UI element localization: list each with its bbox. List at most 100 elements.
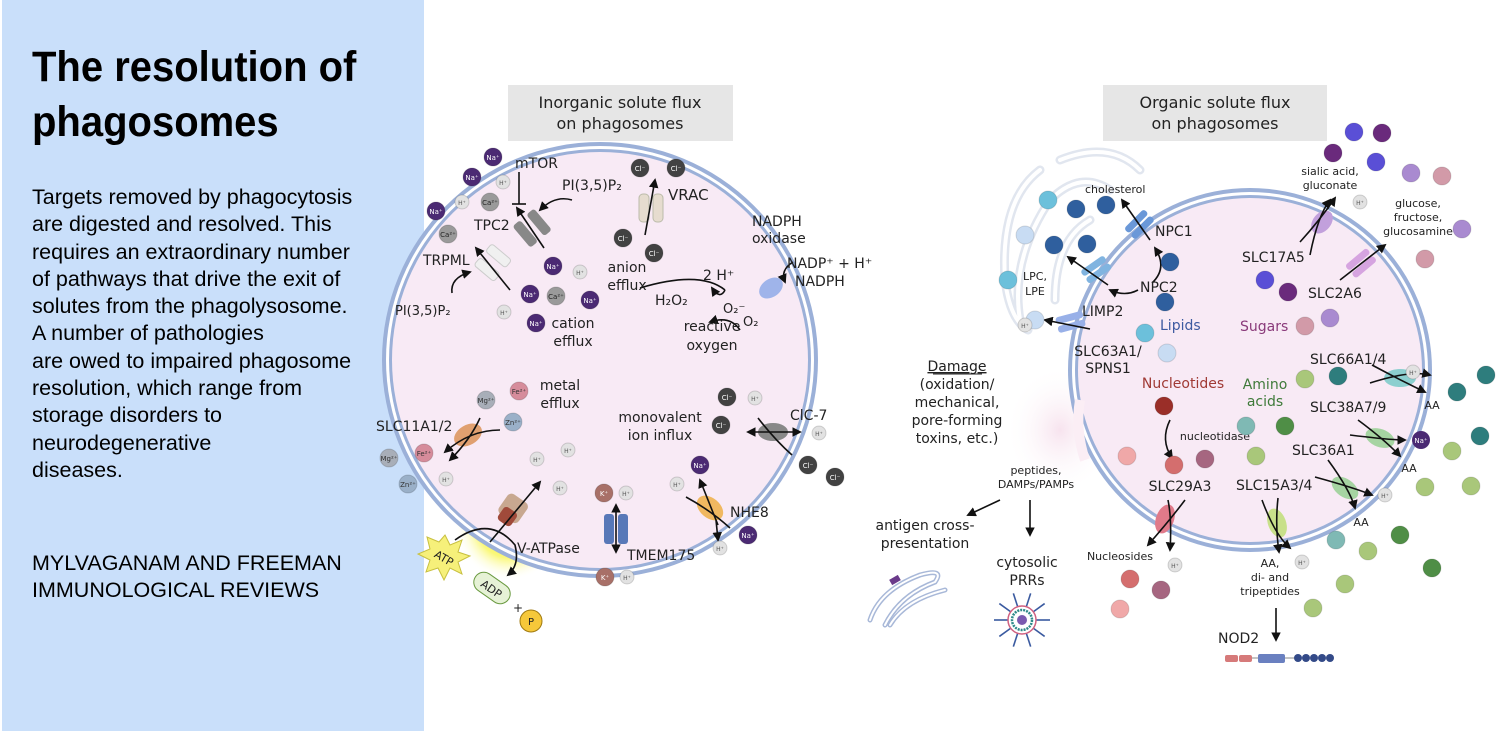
lipid-light-molecule bbox=[1015, 225, 1035, 245]
svg-text:H⁺: H⁺ bbox=[556, 486, 564, 493]
cholesterol-molecule bbox=[1066, 199, 1086, 219]
slc36a1-label: SLC36A1 bbox=[1292, 443, 1355, 459]
sugars-label: Sugars bbox=[1240, 319, 1288, 335]
svg-text:H⁺: H⁺ bbox=[716, 546, 724, 553]
phosphate-label: P bbox=[528, 617, 534, 628]
lpc-molecule bbox=[1135, 323, 1155, 343]
nucleotides-label: Nucleotides bbox=[1142, 376, 1224, 392]
organic-header-box bbox=[1103, 85, 1327, 141]
sugar-pink-molecule bbox=[1432, 166, 1452, 186]
aa-teal-molecule bbox=[1476, 365, 1496, 385]
sugar-pink-molecule bbox=[1415, 249, 1435, 269]
cholesterol-molecule bbox=[1044, 235, 1064, 255]
na-ion: Na⁺ bbox=[1412, 431, 1430, 449]
h-ion: H⁺ bbox=[712, 540, 728, 556]
slc66a1-label: SLC66A1/4 bbox=[1310, 352, 1386, 368]
nhe8-label: NHE8 bbox=[730, 505, 769, 521]
svg-text:H⁺: H⁺ bbox=[1356, 200, 1364, 207]
slc2a6-label: SLC2A6 bbox=[1308, 286, 1362, 302]
nod2-label: NOD2 bbox=[1218, 631, 1259, 647]
anion-efflux-label: efflux bbox=[607, 278, 646, 294]
svg-text:H⁺: H⁺ bbox=[1298, 560, 1306, 567]
nadph-label: NADPH bbox=[795, 274, 845, 290]
mtor-label: mTOR bbox=[515, 156, 558, 172]
h-ion: H⁺ bbox=[811, 425, 827, 441]
v-atpase-label: V-ATPase bbox=[517, 541, 580, 557]
prr-spoke bbox=[1032, 627, 1046, 638]
prr-spoke bbox=[1032, 602, 1046, 613]
h-ion: H⁺ bbox=[1167, 557, 1183, 573]
aa-teal-molecule bbox=[1328, 366, 1348, 386]
na-ion: Na⁺ bbox=[462, 167, 482, 187]
damage-title: Damage bbox=[927, 359, 986, 375]
body-line: resolution, which range from bbox=[32, 376, 303, 401]
cation-efflux-label: cation bbox=[551, 316, 594, 332]
svg-text:Fe²⁺: Fe²⁺ bbox=[417, 450, 432, 458]
reactive-oxygen-label: reactive bbox=[684, 319, 741, 335]
body-line: are owed to impaired phagosome bbox=[32, 348, 352, 373]
ca-ion: Ca²⁺ bbox=[438, 224, 458, 244]
body-line: requires an extraordinary number bbox=[32, 239, 350, 264]
limp2-label: LIMP2 bbox=[1082, 304, 1123, 320]
svg-text:Cl⁻: Cl⁻ bbox=[803, 462, 814, 470]
aa-peptides-label: di- and bbox=[1251, 571, 1289, 584]
svg-text:Mg²⁺: Mg²⁺ bbox=[478, 397, 495, 405]
na-ion: Na⁺ bbox=[483, 147, 503, 167]
superoxide-label: O₂⁻ bbox=[723, 302, 745, 317]
organic-panel: Organic solute flux on phagosomes bbox=[867, 85, 1496, 663]
atp-star bbox=[416, 534, 472, 582]
na-ion: Na⁺ bbox=[738, 525, 758, 545]
na-ion: Na⁺ bbox=[520, 284, 540, 304]
prr-spoke bbox=[1025, 593, 1032, 607]
inorganic-header-line: Inorganic solute flux bbox=[539, 93, 702, 112]
aa-peptides-label: tripeptides bbox=[1240, 585, 1300, 598]
glucose-label: glucosamine bbox=[1383, 225, 1453, 238]
nucleoside-mauve-molecule bbox=[1151, 580, 1171, 600]
zn-ion: Zn²⁺ bbox=[503, 412, 523, 432]
lipid-light-molecule bbox=[1157, 343, 1177, 363]
aa-light-molecule bbox=[1461, 476, 1481, 496]
h-ion: H⁺ bbox=[747, 390, 763, 406]
slc15a3-label: SLC15A3/4 bbox=[1236, 478, 1312, 494]
sugar-lilac-molecule bbox=[1320, 308, 1340, 328]
nucleosides-label: Nucleosides bbox=[1087, 550, 1153, 563]
prr-spoke bbox=[1025, 633, 1032, 647]
nucleoside-pink-molecule bbox=[1117, 446, 1137, 466]
prrs-label: PRRs bbox=[1009, 573, 1044, 589]
amino-acids-label: acids bbox=[1247, 394, 1283, 410]
slc11a-label: SLC11A1/2 bbox=[376, 419, 452, 435]
tmem175-label: TMEM175 bbox=[626, 548, 695, 564]
h-ion: H⁺ bbox=[454, 194, 470, 210]
slc29a3-label: SLC29A3 bbox=[1149, 479, 1212, 495]
svg-text:H⁺: H⁺ bbox=[1021, 323, 1029, 330]
aa-label: AA bbox=[1424, 399, 1440, 412]
slc36a1-transporter bbox=[1331, 476, 1359, 500]
svg-text:H⁺: H⁺ bbox=[1171, 563, 1179, 570]
npc2-label: NPC2 bbox=[1140, 280, 1178, 296]
svg-text:Na⁺: Na⁺ bbox=[741, 532, 755, 540]
cholesterol-label: cholesterol bbox=[1085, 183, 1145, 196]
inorganic-arrows bbox=[443, 172, 802, 577]
cholesterol-molecule bbox=[1077, 234, 1097, 254]
sugar-purple-molecule bbox=[1323, 143, 1343, 163]
nucleoside-red-molecule bbox=[1164, 455, 1184, 475]
inorganic-panel: Inorganic solute flux on phagosomes bbox=[376, 85, 872, 633]
cholesterol-molecule bbox=[1160, 252, 1180, 272]
h-ion: H⁺ bbox=[669, 476, 685, 492]
inorganic-header-box bbox=[508, 85, 733, 141]
svg-text:Na⁺: Na⁺ bbox=[529, 320, 543, 328]
k-ion: K⁺ bbox=[594, 483, 614, 503]
title-line: The resolution of bbox=[32, 43, 357, 91]
svg-text:K⁺: K⁺ bbox=[600, 490, 609, 498]
nucleoside-red-molecule bbox=[1120, 569, 1140, 589]
svg-text:Na⁺: Na⁺ bbox=[546, 263, 560, 271]
svg-text:Ca²⁺: Ca²⁺ bbox=[440, 231, 456, 239]
h-ion: H⁺ bbox=[1352, 194, 1368, 210]
h-ion: H⁺ bbox=[572, 264, 588, 280]
sugar-blue-molecule bbox=[1255, 270, 1275, 290]
svg-text:K⁺: K⁺ bbox=[601, 574, 610, 582]
prr-spoke bbox=[1012, 633, 1019, 647]
svg-text:H⁺: H⁺ bbox=[622, 491, 630, 498]
cholesterol-molecule bbox=[1096, 195, 1116, 215]
